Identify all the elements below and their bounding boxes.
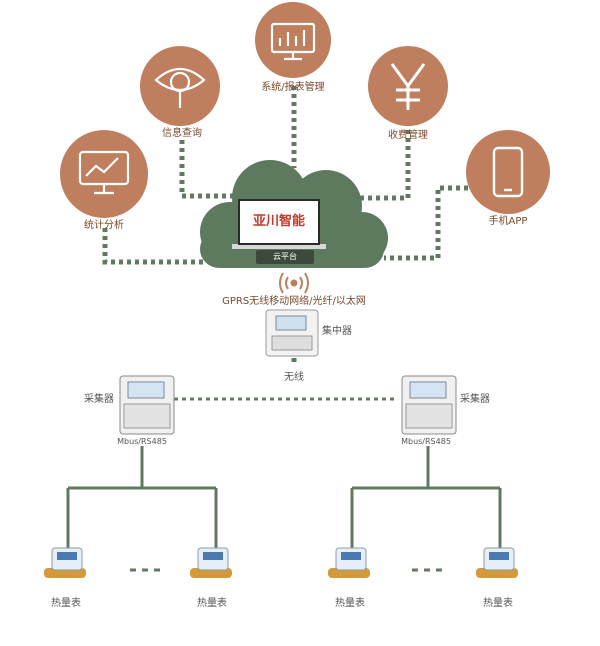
wifi-signal-icon — [279, 272, 309, 294]
link-stats — [102, 228, 206, 265]
link-fee — [350, 122, 411, 201]
meter-label-3: 热量表 — [335, 598, 365, 609]
label-report: 系统/报表管理 — [261, 82, 325, 93]
mobile-phone-icon — [492, 146, 524, 198]
label-stats: 统计分析 — [84, 220, 124, 231]
heat-meter-3 — [328, 547, 370, 578]
label-query: 信息查询 — [162, 128, 202, 139]
collector-left-port: Mbus/RS485 — [117, 437, 167, 446]
eye-magnifier-icon — [154, 67, 206, 108]
collector-left-device — [119, 375, 175, 435]
heat-meter-4 — [476, 547, 518, 578]
heat-meter-2 — [190, 547, 232, 578]
monitor-chart-icon — [78, 150, 130, 195]
meter-label-4: 热量表 — [483, 598, 513, 609]
cloud-platform-label: 云平台 — [256, 250, 314, 264]
link-query — [179, 140, 236, 199]
node-stats — [60, 130, 148, 218]
meter-label-2: 热量表 — [197, 598, 227, 609]
collector-right-device — [401, 375, 457, 435]
bar-chart-monitor-icon — [270, 22, 316, 61]
node-app — [466, 130, 550, 214]
meter-label-1: 热量表 — [51, 598, 81, 609]
brand-screen: 亚川智能 — [238, 199, 320, 245]
node-query — [140, 46, 220, 126]
collector-right-label: 采集器 — [460, 394, 490, 405]
wireless-label: 无线 — [284, 372, 304, 383]
node-fee — [368, 46, 448, 126]
bus-lines — [66, 446, 502, 548]
label-fee: 收费管理 — [388, 130, 428, 141]
node-report — [255, 2, 331, 78]
network-label: GPRS无线移动网络/光纤/以太网 — [222, 296, 366, 307]
function-links — [102, 86, 468, 366]
concentrator-device — [265, 309, 319, 357]
heat-meter-1 — [44, 547, 86, 578]
collector-right-port: Mbus/RS485 — [401, 437, 451, 446]
label-app: 手机APP — [488, 216, 528, 227]
concentrator-label: 集中器 — [322, 326, 352, 337]
collector-left-label: 采集器 — [84, 394, 114, 405]
yen-icon — [390, 63, 426, 110]
laptop-base — [232, 244, 326, 249]
link-app — [384, 185, 468, 261]
